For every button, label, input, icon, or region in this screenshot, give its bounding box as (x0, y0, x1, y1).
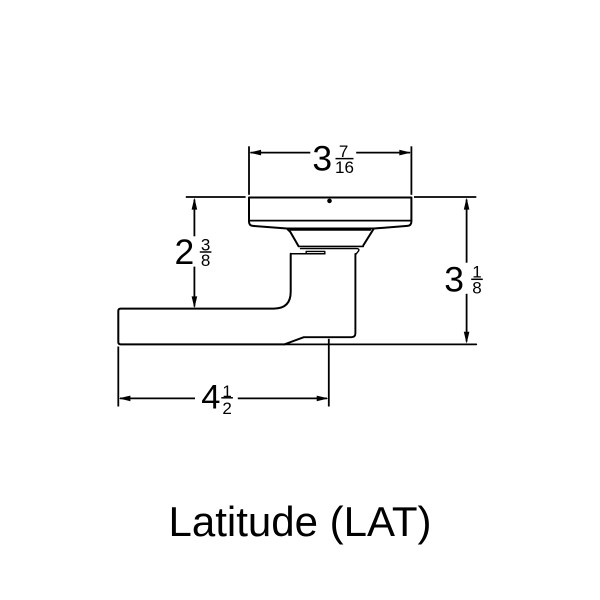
svg-text:3: 3 (201, 235, 210, 254)
svg-text:8: 8 (472, 279, 481, 298)
svg-text:1: 1 (472, 263, 481, 282)
svg-text:3: 3 (444, 259, 464, 299)
svg-text:3: 3 (312, 139, 332, 179)
svg-text:Latitude (LAT): Latitude (LAT) (168, 498, 431, 545)
svg-text:2: 2 (222, 399, 231, 418)
svg-text:7: 7 (339, 142, 348, 161)
svg-text:16: 16 (335, 158, 354, 177)
svg-text:1: 1 (222, 382, 231, 401)
svg-text:8: 8 (201, 251, 210, 270)
svg-text:2: 2 (175, 232, 195, 272)
svg-text:4: 4 (201, 379, 220, 417)
